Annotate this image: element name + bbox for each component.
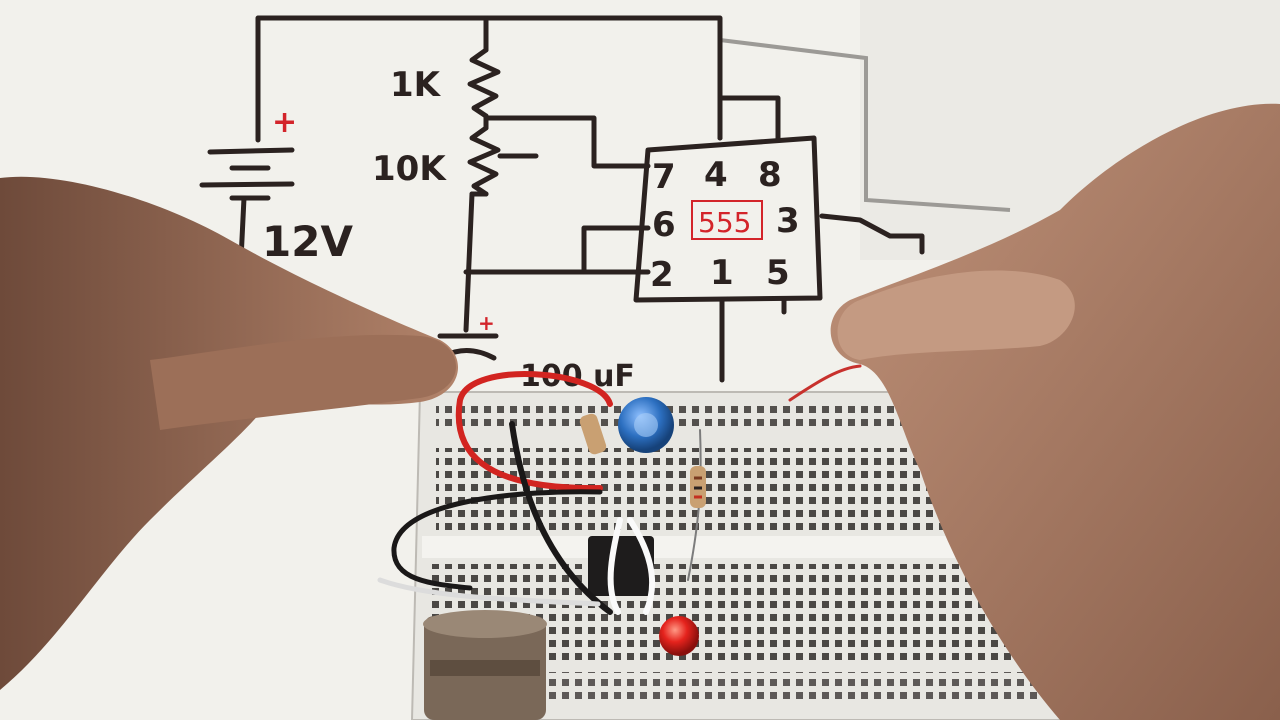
left-hand xyxy=(0,176,459,690)
left-thumb xyxy=(150,334,457,430)
pin-3: 3 xyxy=(776,201,800,241)
jumper-wires xyxy=(377,364,862,615)
pin-5: 5 xyxy=(766,253,790,293)
resistor-on-board xyxy=(579,413,706,508)
pin-6: 6 xyxy=(652,205,676,245)
label-plus-capacitor: + xyxy=(478,311,495,335)
led-red xyxy=(659,616,699,656)
pin-4: 4 xyxy=(704,155,728,195)
right-finger xyxy=(837,270,1075,360)
ic-555-chip xyxy=(588,536,654,596)
schematic-drawing xyxy=(199,15,925,383)
potentiometer-knob xyxy=(423,610,547,720)
label-potentiometer-10k: 10K xyxy=(372,149,447,189)
pin-8: 8 xyxy=(758,155,782,195)
pin-7: 7 xyxy=(652,157,676,197)
label-resistor-1k: 1K xyxy=(390,65,442,105)
label-supply-voltage: 12V xyxy=(262,217,353,266)
pin-2: 2 xyxy=(650,255,674,295)
label-ic-555: 555 xyxy=(698,206,751,239)
pin-1: 1 xyxy=(710,253,734,293)
capacitor-on-board xyxy=(618,397,674,453)
ic-name-box xyxy=(691,200,763,240)
label-plus-battery: + xyxy=(272,105,297,140)
paper-edge xyxy=(719,38,1011,212)
right-hand xyxy=(830,103,1280,720)
